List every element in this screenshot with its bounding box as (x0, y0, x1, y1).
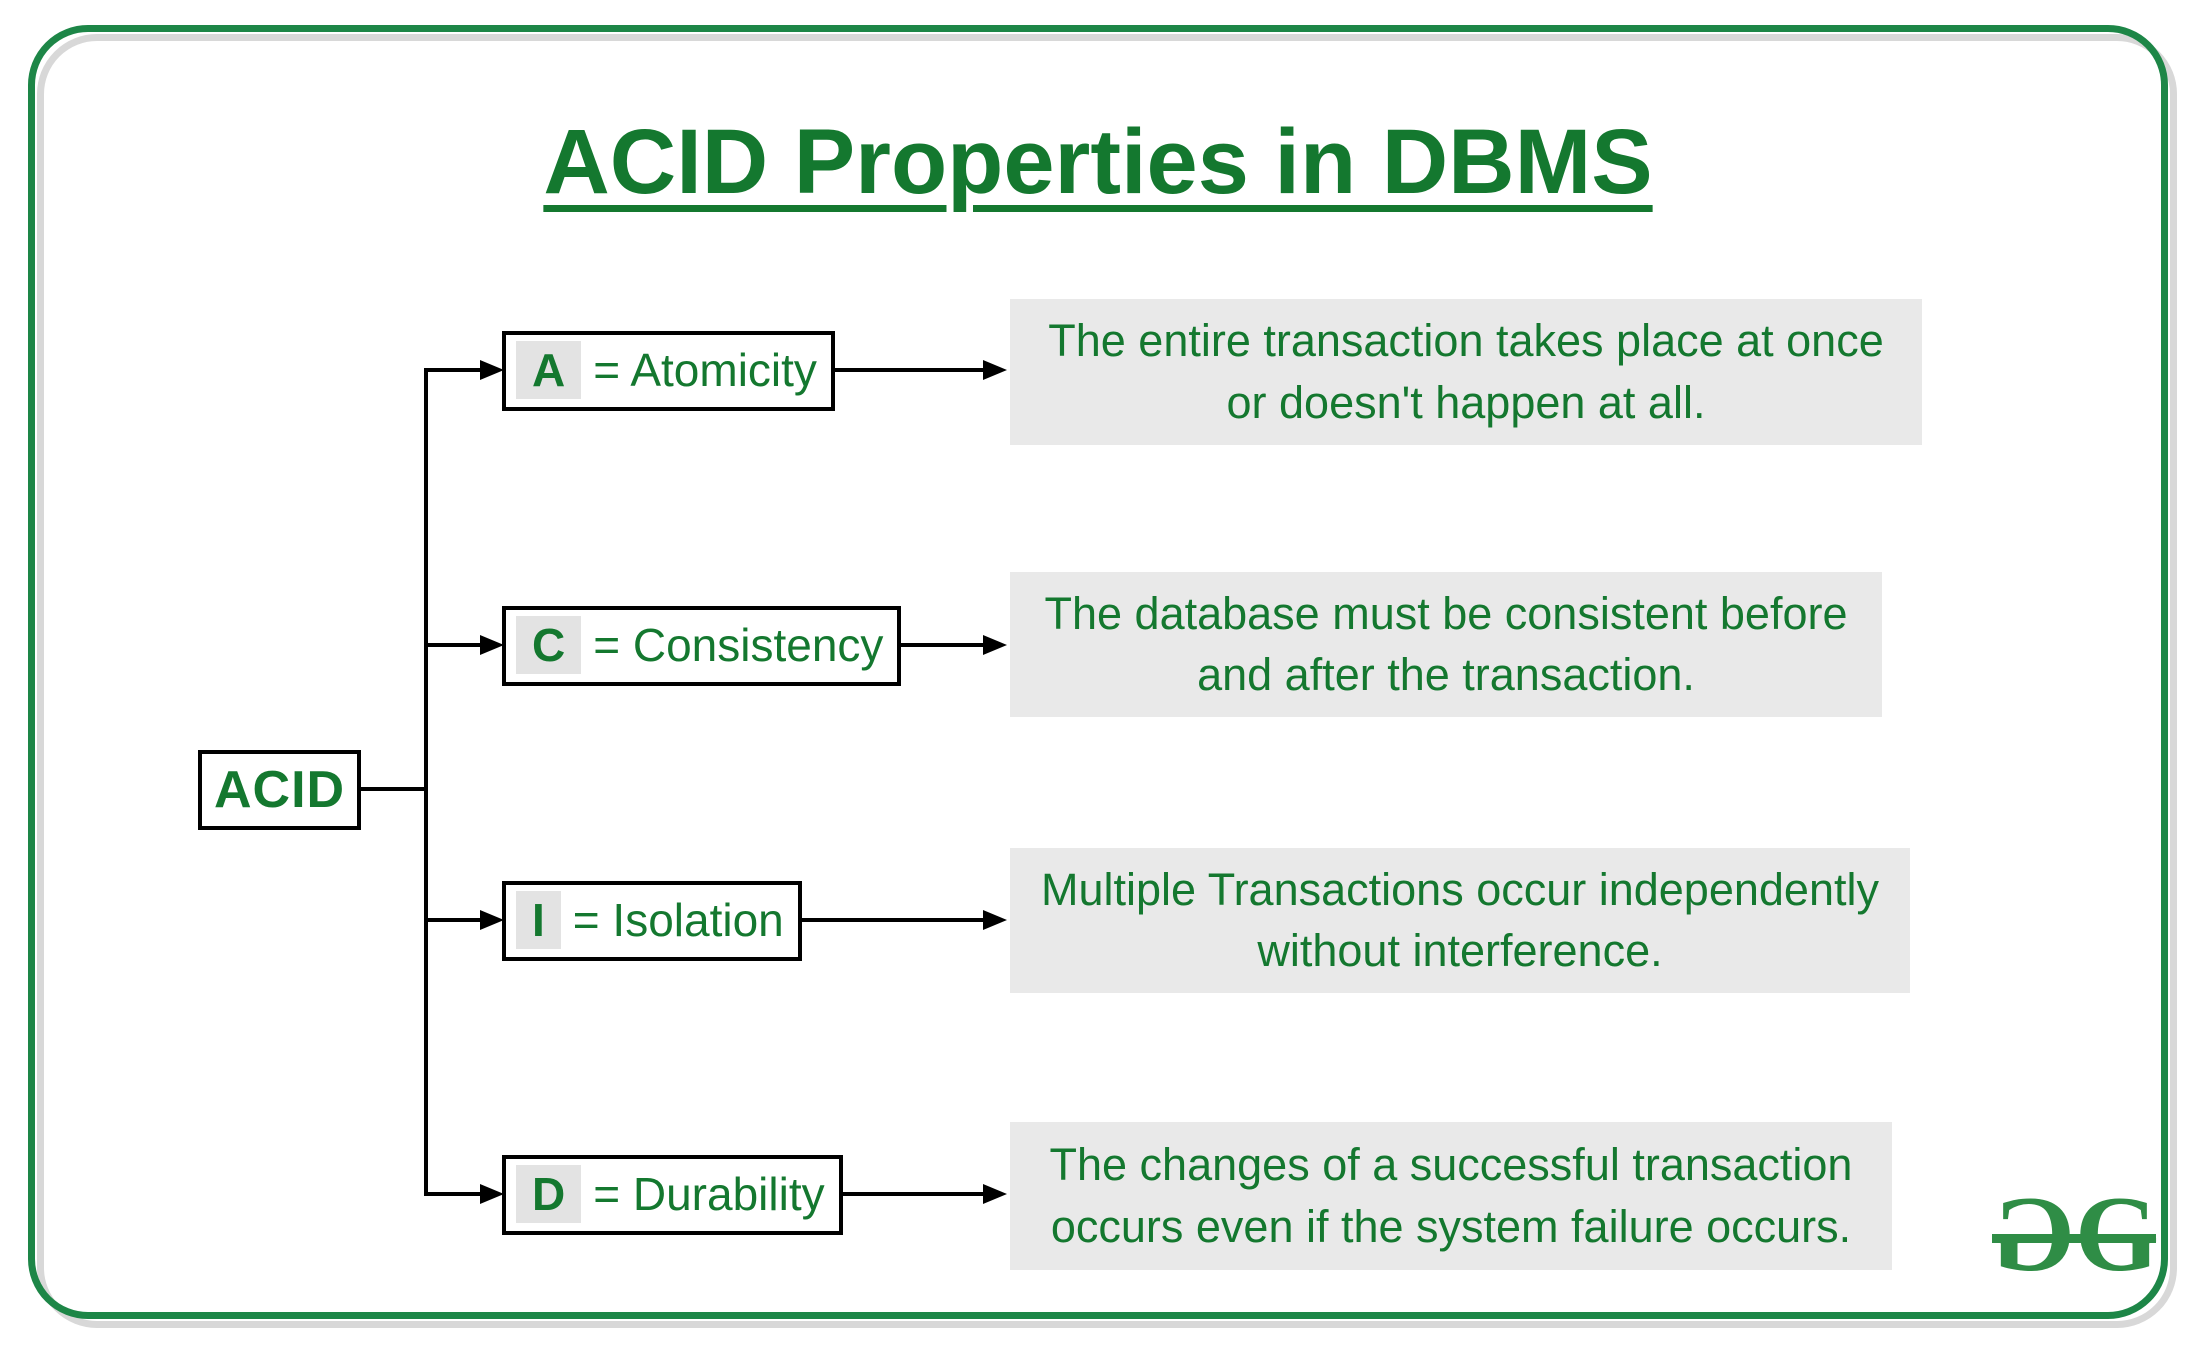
property-box-atomicity: A = Atomicity (502, 331, 835, 411)
description-line: occurs even if the system failure occurs… (1050, 1201, 1852, 1253)
connector-isolation-to-desc (650, 918, 983, 922)
page-title: ACID Properties in DBMS (543, 110, 1653, 213)
arrow-icon (480, 360, 504, 380)
property-box-durability: D = Durability (502, 1155, 843, 1235)
description-isolation: Multiple Transactions occur independentl… (1010, 848, 1910, 993)
arrow-icon (480, 635, 504, 655)
description-consistency: The database must be consistent before a… (1010, 572, 1882, 717)
arrow-icon (983, 360, 1007, 380)
arrow-icon (983, 910, 1007, 930)
geeksforgeeks-logo-crossbar (1992, 1234, 2156, 1243)
description-atomicity: The entire transaction takes place at on… (1010, 299, 1922, 445)
property-letter-chip: I (516, 891, 561, 949)
root-node-label: ACID (214, 761, 346, 819)
property-label: = Consistency (593, 619, 884, 671)
property-label: = Isolation (572, 894, 784, 946)
connector-trunk-to-durability (424, 1192, 482, 1196)
description-line: The changes of a successful transaction (1049, 1138, 1853, 1190)
connector-trunk-to-atomicity (424, 368, 482, 372)
description-line: or doesn't happen at all. (1226, 377, 1706, 428)
arrow-icon (983, 635, 1007, 655)
property-letter-chip: C (516, 616, 582, 674)
arrow-icon (480, 1184, 504, 1204)
property-box-isolation: I = Isolation (502, 881, 802, 961)
root-node-acid: ACID (198, 750, 362, 830)
connector-root-horizontal (320, 787, 428, 791)
description-line: and after the transaction. (1197, 649, 1695, 701)
property-letter-chip: D (516, 1165, 582, 1223)
property-label: = Durability (593, 1168, 825, 1220)
description-line: without interference. (1257, 925, 1663, 977)
description-line: The entire transaction takes place at on… (1048, 315, 1884, 366)
property-label: = Atomicity (593, 344, 817, 396)
arrow-icon (983, 1184, 1007, 1204)
description-line: Multiple Transactions occur independentl… (1041, 863, 1879, 915)
property-letter-chip: A (516, 341, 582, 399)
connector-trunk-vertical (424, 368, 428, 1196)
arrow-icon (480, 910, 504, 930)
frame-shadow-border (37, 34, 2177, 1328)
connector-trunk-to-isolation (424, 918, 482, 922)
connector-trunk-to-consistency (424, 643, 482, 647)
property-box-consistency: C = Consistency (502, 606, 902, 686)
frame-green-border (28, 25, 2168, 1319)
description-line: The database must be consistent before (1044, 587, 1848, 639)
description-durability: The changes of a successful transaction … (1010, 1122, 1892, 1270)
